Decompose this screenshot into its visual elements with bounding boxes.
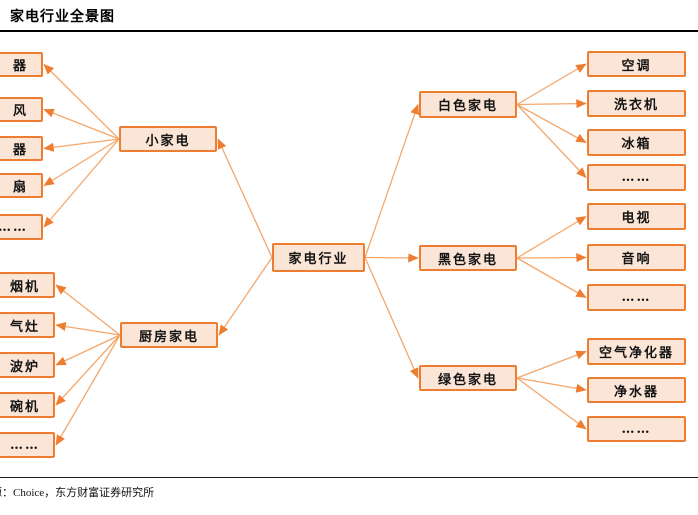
node-label: 绿色家电 [437,372,498,388]
edge-kitchen-kl1 [55,284,121,336]
edge-small-sl5 [43,138,120,228]
node-label: …… [621,290,652,305]
edge-center-white [364,103,420,258]
node-label: 电视 [621,211,652,226]
edge-small-sl4 [43,138,120,187]
edge-green-rg2 [516,377,587,393]
node-label: 烟机 [9,279,40,295]
edge-kitchen-kl2 [55,322,121,336]
node-rb2: 音响 [587,244,686,271]
node-rg3: …… [587,416,686,442]
node-rw1: 空调 [587,51,686,77]
edge-center-small [217,138,273,258]
node-rw2: 洗衣机 [587,90,686,117]
edge-center-green [364,257,419,379]
edge-black-rb1 [516,215,587,259]
node-kl2: 气灶 [0,312,55,338]
node-label: 风 [12,104,28,119]
node-label: 空气净化器 [598,346,674,361]
node-sl4: 扇 [0,173,43,198]
node-label: 净水器 [613,384,659,400]
edge-white-rw2 [516,99,587,109]
node-label: 气灶 [9,319,40,335]
edge-small-sl2 [43,108,120,140]
node-label: …… [10,437,40,453]
node-label: …… [621,421,652,437]
node-label: 空调 [621,58,652,74]
node-label: 碗机 [9,399,40,415]
source-note: 来源：Choice，东方财富证券研究所 [0,487,155,499]
edge-white-rw3 [516,103,587,144]
node-label: 波炉 [9,359,40,375]
node-sl3: 器 [0,136,43,161]
node-label: 器 [12,59,28,74]
node-label: 家电行业 [288,252,349,267]
node-rg2: 净水器 [587,377,686,403]
edge-green-rg1 [516,350,587,379]
node-kl4: 碗机 [0,392,55,418]
edge-small-sl3 [43,138,120,152]
node-label: 洗衣机 [613,98,659,113]
node-kl1: 烟机 [0,272,55,298]
node-small: 小家电 [119,126,217,152]
edge-kitchen-kl4 [55,334,121,406]
edge-center-black [364,253,419,263]
node-label: 冰箱 [621,137,652,152]
node-label: …… [621,170,652,185]
edge-green-rg3 [516,377,587,430]
figure-title: 家电行业全景图 [10,9,115,25]
footer-divider [0,477,698,478]
node-label: 扇 [12,180,28,195]
edge-black-rb3 [516,257,587,299]
node-white: 白色家电 [419,91,517,118]
node-label: 音响 [621,252,652,267]
node-kitchen: 厨房家电 [120,322,218,348]
node-green: 绿色家电 [419,365,517,391]
node-label: 黑色家电 [437,252,498,268]
node-black: 黑色家电 [419,245,517,271]
node-kl3: 波炉 [0,352,55,378]
edge-small-sl1 [43,64,120,140]
edge-kitchen-kl5 [55,334,121,446]
node-sl1: 器 [0,52,43,77]
node-label: 小家电 [145,133,191,149]
edge-white-rw4 [516,104,587,178]
node-sl2: 风 [0,97,43,122]
edge-white-rw1 [516,63,587,106]
node-sl5: …… [0,214,43,240]
node-rw4: …… [587,164,686,191]
node-center: 家电行业 [272,243,365,272]
edge-black-rb2 [516,253,587,263]
node-rg1: 空气净化器 [587,338,686,365]
node-rb3: …… [587,284,686,311]
title-divider [0,30,698,32]
edge-kitchen-kl3 [55,334,121,366]
node-label: …… [0,219,28,235]
node-label: 器 [12,143,28,158]
node-label: 厨房家电 [138,329,199,345]
node-label: 白色家电 [437,99,498,114]
node-rb1: 电视 [587,203,686,230]
edge-center-kitchen [218,257,273,336]
node-rw3: 冰箱 [587,129,686,156]
node-kl5: …… [0,432,55,458]
